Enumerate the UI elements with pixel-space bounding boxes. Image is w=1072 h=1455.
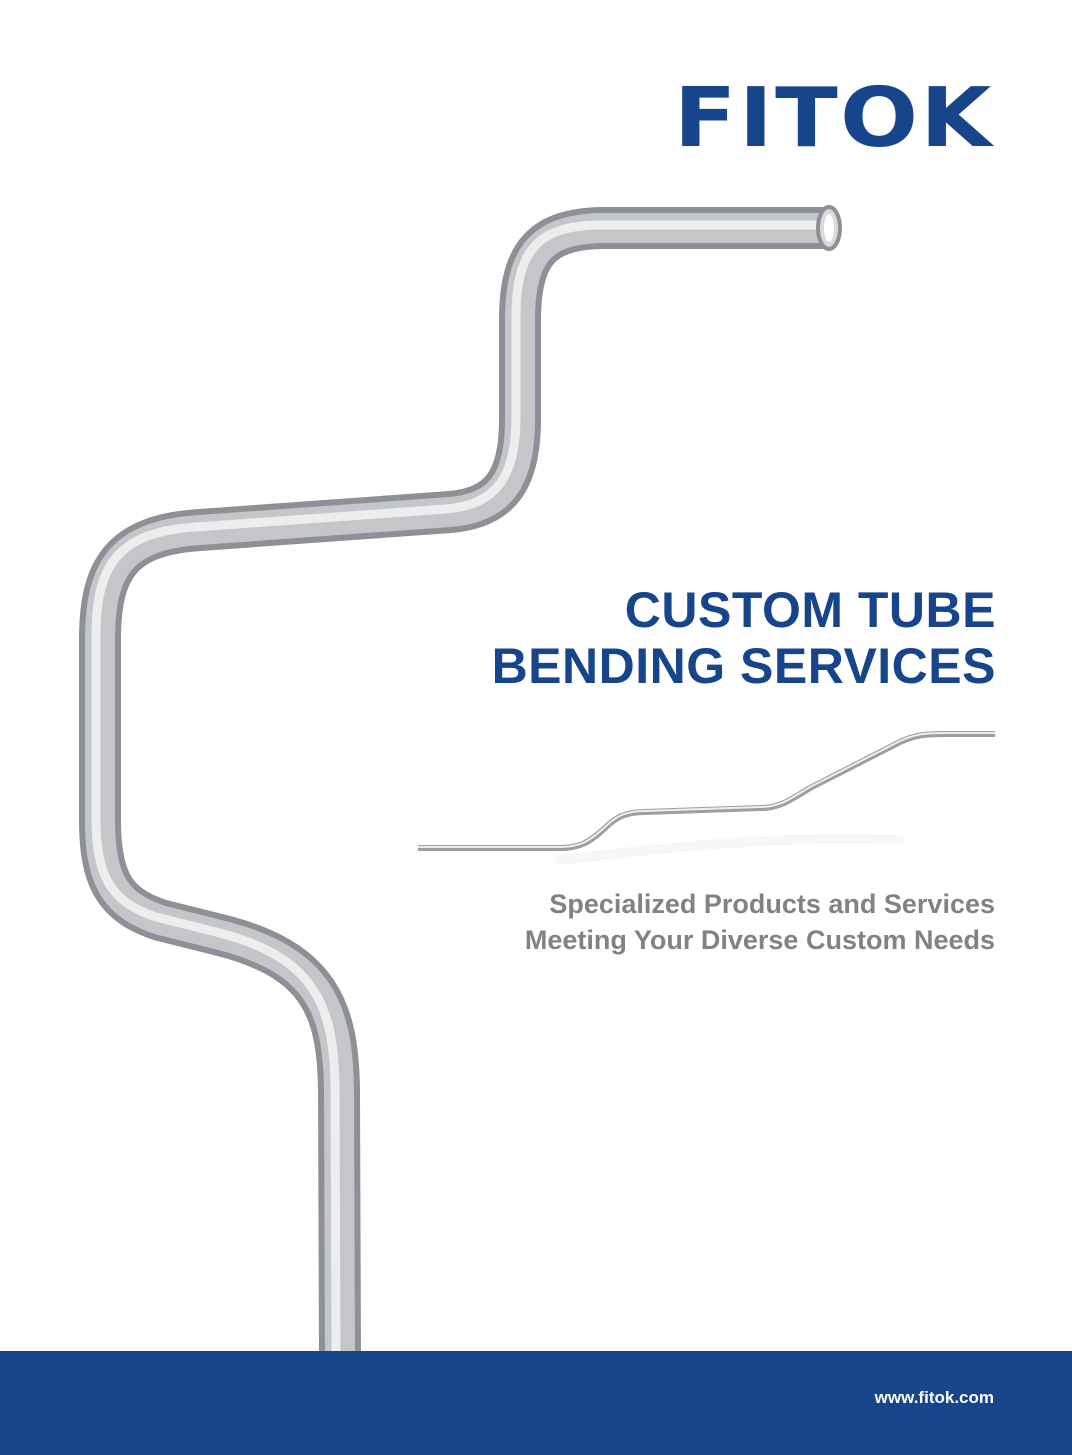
subtitle-line-1: Specialized Products and Services bbox=[549, 889, 995, 919]
fitok-logo: FITOK bbox=[673, 71, 994, 166]
large-bent-tube bbox=[79, 205, 842, 1361]
website-link[interactable]: www.fitok.com bbox=[874, 1388, 994, 1407]
title-line-2: BENDING SERVICES bbox=[491, 638, 996, 694]
footer-bar: www.fitok.com bbox=[0, 1351, 1072, 1455]
title-line-1: CUSTOM TUBE bbox=[624, 582, 996, 638]
subtitle-line-2: Meeting Your Diverse Custom Needs bbox=[524, 925, 995, 955]
subtitle: Specialized Products and Services Meetin… bbox=[525, 886, 995, 958]
page-title: CUSTOM TUBE BENDING SERVICES bbox=[492, 582, 996, 694]
small-bent-tube bbox=[418, 731, 995, 865]
